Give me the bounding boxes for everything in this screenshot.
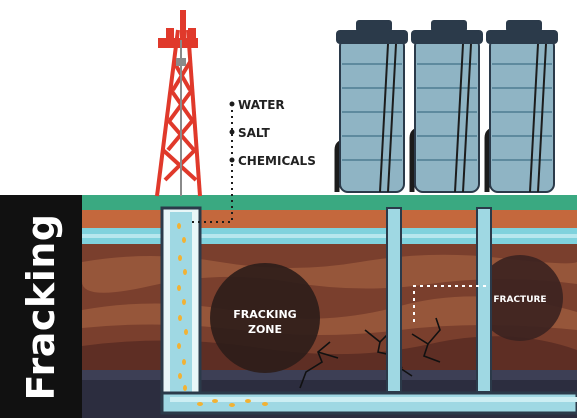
connector-lines [190,104,233,223]
additive-labels: WATER SALT CHEMICALS [229,98,316,168]
horizontal-pipe [160,391,577,415]
well-pipes [160,206,577,415]
label-water: WATER [238,98,285,112]
title-panel [0,195,82,418]
derrick [155,29,202,197]
proppant-dots [177,223,268,407]
storage-tanks [334,20,558,193]
fracture-circle [477,255,563,341]
fracture-label: FRACTURE [493,295,546,305]
well-2 [386,207,402,393]
well-3 [476,207,492,393]
fracking-zone-circle [210,263,320,373]
page-title: Fracking [19,213,63,401]
topsoil-layer [82,210,577,232]
tank-2 [411,20,483,193]
grass-layer [82,195,577,213]
tank-1 [336,20,408,193]
fracture-connector [413,285,490,322]
tank-3 [486,20,558,193]
fracking-zone-label-line2: ZONE [248,323,282,336]
water-layer-light [82,234,577,238]
label-salt: SALT [238,126,271,140]
rock-wave-2 [82,296,577,335]
rock-wave-1 [81,254,577,293]
label-chemicals: CHEMICALS [238,154,316,168]
fracking-zone-label-line1: FRACKING [233,308,296,321]
